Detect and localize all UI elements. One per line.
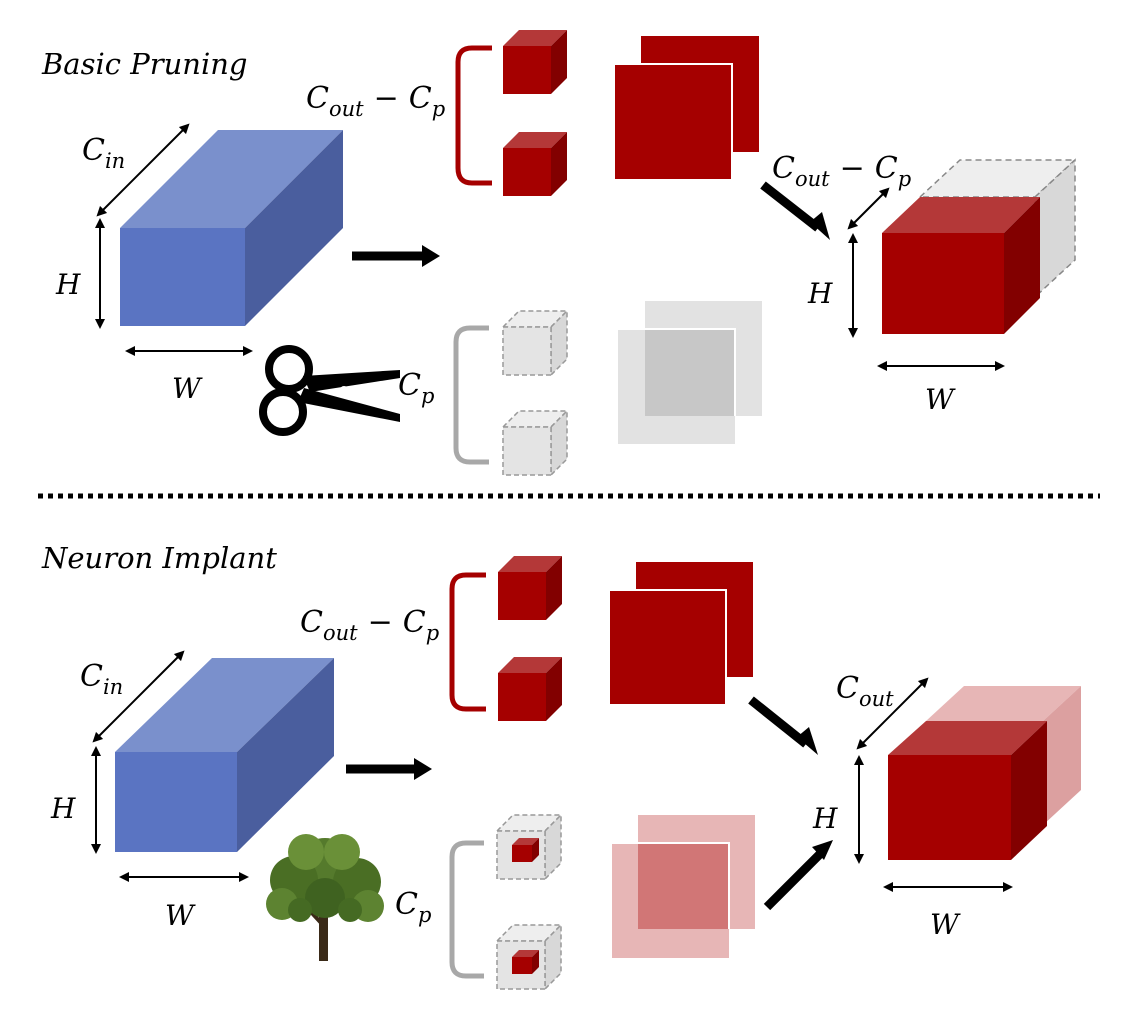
bottom-kept-filter-cube [498,657,562,721]
top-kept-filter-cube [503,30,567,94]
bottom-implant-label: Cp [395,887,431,927]
top-kept-bracket [455,45,492,186]
top-pruned-label: Cp [398,368,434,408]
top-pruned-bracket [453,325,489,465]
bottom-implant-feature-maps [612,815,755,958]
bottom-kept-bracket [449,572,486,712]
bottom-cin-arrow [92,650,185,743]
top-cin-arrow [96,123,190,217]
bottom-output-tensor [888,686,1081,860]
top-output-c-arrow [847,187,890,230]
bottom-implant-filter-cube [495,923,563,991]
scissors-icon [259,345,400,436]
bottom-kept-filter-cube [498,556,562,620]
top-pruned-filter-cube [501,409,569,477]
bottom-implant-bracket [449,840,484,979]
bottom-output-h-label: H [812,802,838,835]
bottom-output-arrow-upper [748,696,809,748]
top-kept-filter-cube [503,132,567,196]
bottom-w-label: W [165,899,196,932]
top-output-tensor [882,158,1077,334]
top-w-label: W [172,372,203,405]
bottom-cin-label: Cin [80,659,123,699]
top-kept-label: Cout−Cp [306,81,445,121]
top-output-w-label: W [925,383,956,416]
bottom-output-c-arrow [856,677,929,750]
bottom-implant-filter-cube [495,813,563,881]
top-kept-feature-maps [613,36,759,181]
bottom-h-label: H [50,792,76,825]
neuron-implant-title: Neuron Implant [41,541,277,575]
top-pruned-feature-maps [618,301,762,444]
bottom-output-w-label: W [930,908,961,941]
top-cin-label: Cin [82,133,125,173]
bottom-kept-label: Cout−Cp [300,605,439,645]
basic-pruning-title: Basic Pruning [41,47,247,81]
top-output-channel-label: Cout−Cp [772,151,911,191]
top-pruned-filter-cube [501,309,569,377]
top-h-label: H [55,268,81,301]
top-output-h-label: H [807,277,833,310]
bottom-output-channel-label: Cout [836,671,894,711]
tree-icon [266,834,384,961]
top-output-arrow [760,181,821,232]
bottom-output-arrow-lower [763,848,826,911]
bottom-kept-feature-maps [608,562,753,706]
